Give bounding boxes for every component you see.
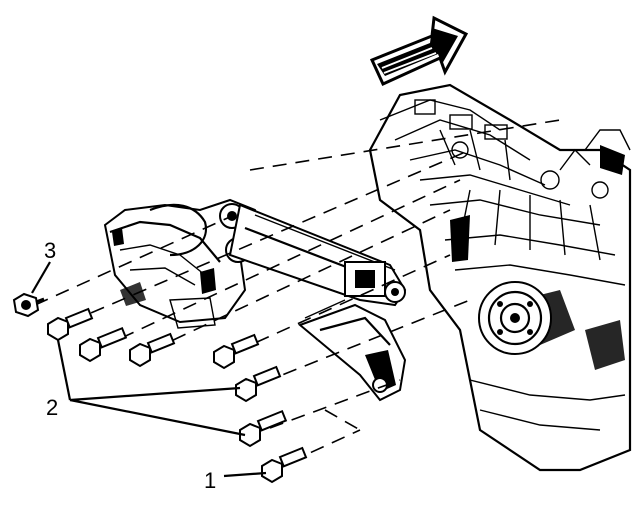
bolt-1 xyxy=(261,446,308,484)
alignment-lines xyxy=(34,119,561,463)
axle-tube-bracket xyxy=(228,203,407,307)
callout-label-3: 3 xyxy=(44,238,56,263)
bolt-3 xyxy=(12,292,45,318)
bolt-mid-center xyxy=(129,332,176,368)
bolt-lower xyxy=(239,409,288,448)
bolt-lower-center xyxy=(235,365,282,403)
bolt-mid-left xyxy=(79,326,128,363)
front-direction-arrow-icon xyxy=(369,15,469,86)
engine-block xyxy=(368,83,632,472)
crankshaft-pulley xyxy=(478,281,552,355)
callout-label-1: 1 xyxy=(204,468,216,493)
bolt-center xyxy=(213,333,260,370)
lower-mount-bracket xyxy=(298,299,407,402)
callout-label-2: 2 xyxy=(46,395,58,420)
bolt-upper-left xyxy=(47,307,94,342)
leader-lines xyxy=(31,261,267,478)
